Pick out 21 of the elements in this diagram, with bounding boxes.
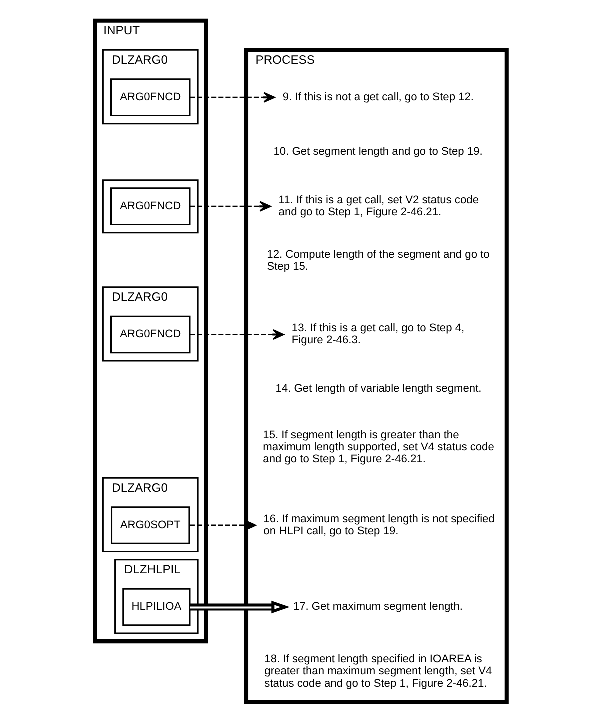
node-text: 16. If maximum segment length is not specified on HLPI call, go to Step 19.: [263, 513, 494, 538]
node-text: 17. Get maximum segment length.: [292, 601, 463, 614]
node-text: 10. Get segment length and go to Step 19.: [273, 146, 482, 158]
node-box: ARG0SOPT: [110, 506, 190, 544]
node-box: ARG0FNCD: [110, 78, 190, 116]
arrow: [189, 520, 256, 531]
node-text: 15. If segment length is greater than the maximum length supported, set V4 status code and go to Step 1, Figure 2-46.21.: [262, 430, 494, 466]
arrow: [190, 600, 290, 614]
node-text: 13. If this is a get call, go to Step 4, Figure 2-46.3.: [291, 322, 464, 347]
node-text: 14. Get length of variable length segment.: [275, 383, 482, 396]
arrow: [190, 201, 271, 212]
arrow: [190, 92, 275, 103]
node-box: HLPILIOA: [122, 588, 190, 626]
node-box: ARG0FNCD: [110, 188, 190, 226]
cluster: [102, 180, 198, 234]
node-text: 9. If this is not a get call, go to Step 12.: [282, 91, 474, 104]
node-box: ARG0FNCD: [110, 316, 190, 354]
node-text: 18. If segment length specified in IOAREA is greater than maximum segment length, set V4 status code and go to Step 1, Figure 2-46.21.: [264, 654, 492, 690]
node-text: 11. If this is a get call, set V2 status code and go to Step 1, Figure 2-46.21.: [278, 194, 478, 218]
node-text: 12. Compute length of the segment and go to Step 15.: [266, 248, 490, 273]
arrow: [190, 329, 284, 340]
